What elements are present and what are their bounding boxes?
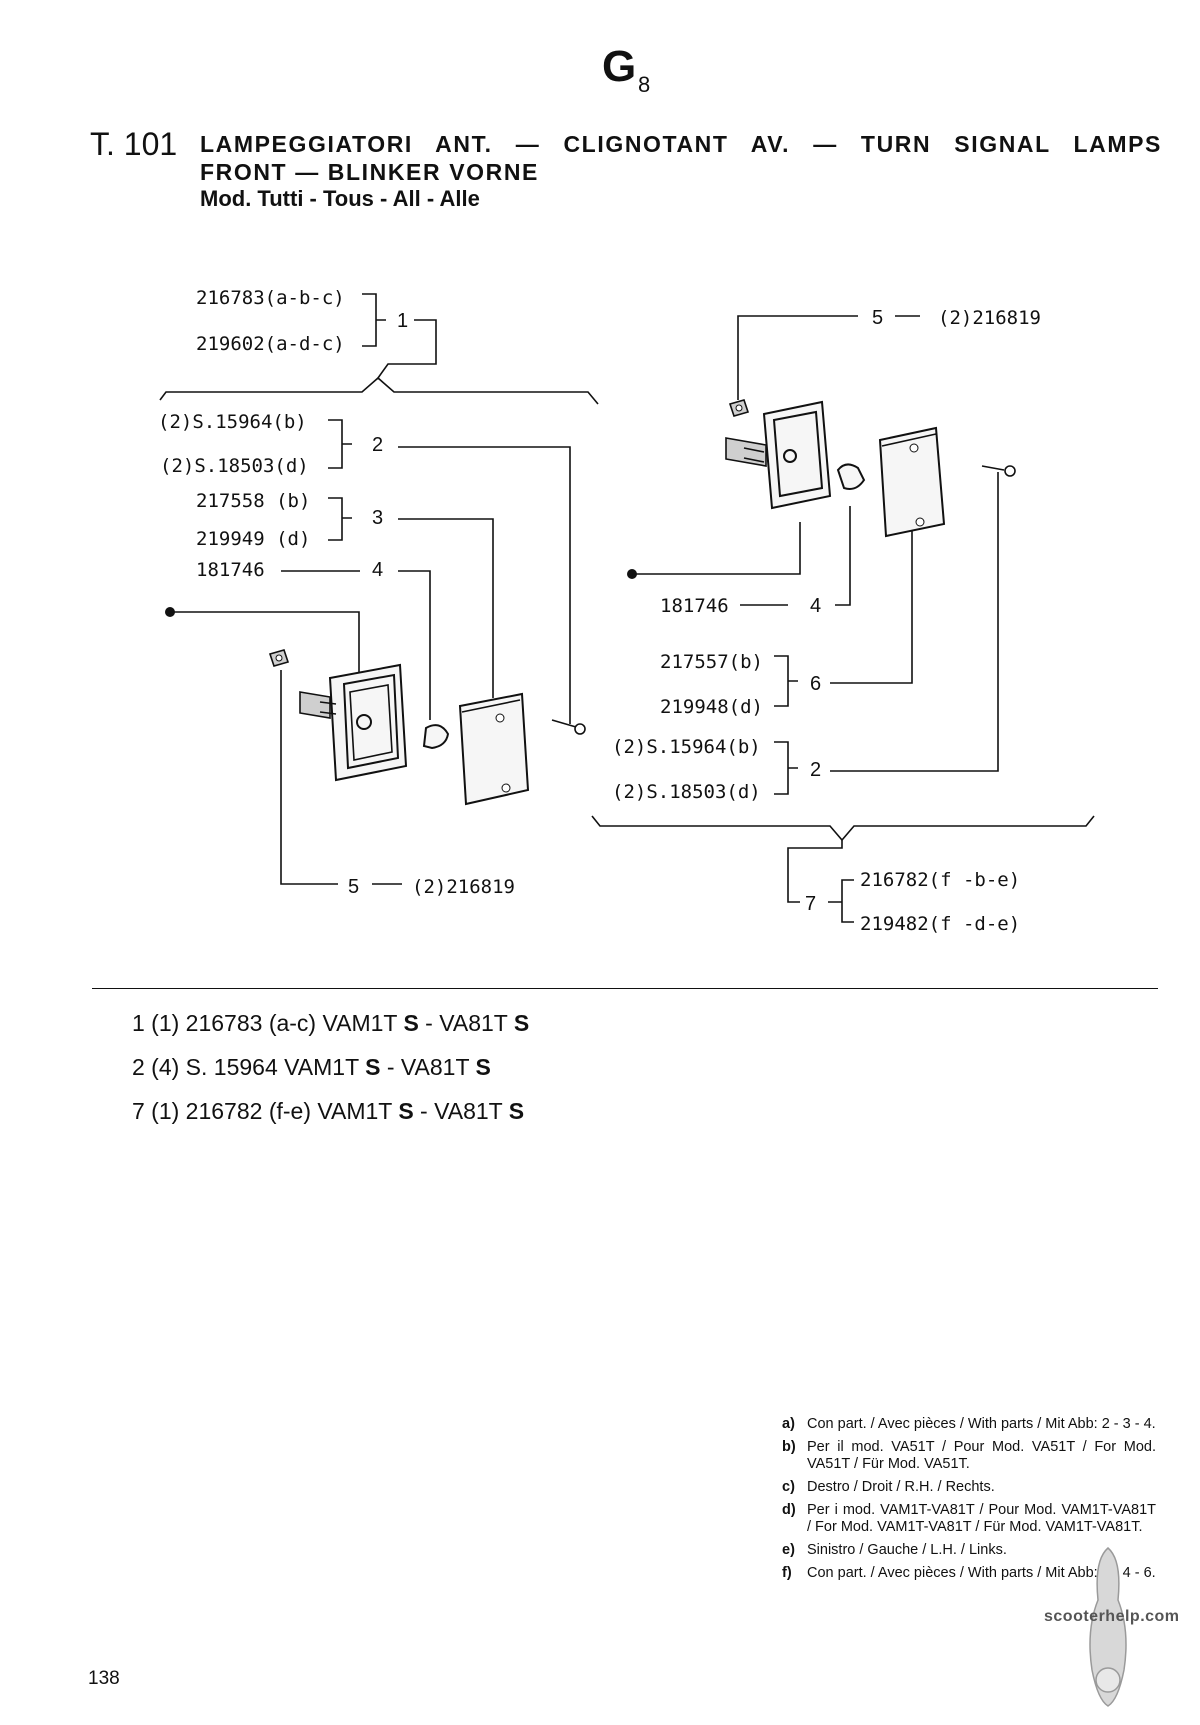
table-number: T. 101 <box>90 126 178 162</box>
right-ref5: 5 <box>872 307 883 329</box>
left-part1-b: 219602(a-d-c) <box>196 333 345 355</box>
left-lamp-body <box>299 663 408 782</box>
title-line-2: FRONT — BLINKER VORNE <box>200 159 539 185</box>
left-part4: 181746 <box>196 559 265 581</box>
usage-line-3: 7 (1) 216782 (f-e) VAM1T S - VA81T S <box>132 1098 525 1124</box>
footnote-f: f)Con part. / Avec pièces / With parts /… <box>782 1565 1156 1581</box>
left-screw <box>551 719 586 735</box>
section-number: 8 <box>638 72 651 97</box>
right-part5: (2)216819 <box>938 307 1041 329</box>
left-part2-a: (2)S.15964(b) <box>158 411 307 433</box>
page-number: 138 <box>88 1668 120 1689</box>
watermark-text: scooterhelp.com <box>1044 1608 1180 1625</box>
scooter-watermark-icon <box>1089 1547 1127 1707</box>
right-part6-b: 219948(d) <box>660 696 763 718</box>
left-ref2: 2 <box>372 434 383 456</box>
left-part5: (2)216819 <box>412 876 515 898</box>
left-lens <box>458 692 530 806</box>
right-lamp-body <box>725 400 832 510</box>
left-ref4: 4 <box>372 559 383 581</box>
left-ref3: 3 <box>372 507 383 529</box>
right-ref7: 7 <box>805 893 816 915</box>
footnote-a: a)Con part. / Avec pièces / With parts /… <box>782 1416 1156 1432</box>
left-part3-b: 219949 (d) <box>196 528 310 550</box>
footnote-e: e)Sinistro / Gauche / L.H. / Links. <box>782 1542 1007 1558</box>
right-part2-b: (2)S.18503(d) <box>612 781 761 803</box>
title-line-1: LAMPEGGIATORI ANT. — CLIGNOTANT AV. — TU… <box>200 131 1162 157</box>
right-nut <box>728 399 750 417</box>
exploded-parts-diagram: 216783(a-b-c) 219602(a-d-c) 1 (2)S.15964… <box>158 287 1095 935</box>
right-part7-b: 219482(f -d-e) <box>860 913 1020 935</box>
left-nut <box>268 649 290 667</box>
usage-line-1: 1 (1) 216783 (a-c) VAM1T S - VA81T S <box>132 1010 530 1036</box>
footnote-b: b)Per il mod. VA51T / Pour Mod. VA51T / … <box>782 1439 1156 1472</box>
footnote-c: c)Destro / Droit / R.H. / Rechts. <box>782 1479 995 1495</box>
left-part3-a: 217558 (b) <box>196 490 310 512</box>
left-ref5: 5 <box>348 876 359 898</box>
right-lens <box>878 426 946 538</box>
right-part2-a: (2)S.15964(b) <box>612 736 761 758</box>
left-part2-b: (2)S.18503(d) <box>160 455 309 477</box>
section-letter: G <box>602 42 637 91</box>
right-ref4: 4 <box>810 595 821 617</box>
right-part7-a: 216782(f -b-e) <box>860 869 1020 891</box>
section-divider <box>92 988 1158 989</box>
right-part6-a: 217557(b) <box>660 651 763 673</box>
footnote-d: d)Per i mod. VAM1T-VA81T / Pour Mod. VAM… <box>782 1502 1156 1535</box>
footnotes: a)Con part. / Avec pièces / With parts /… <box>782 1416 1156 1588</box>
usage-line-2: 2 (4) S. 15964 VAM1T S - VA81T S <box>132 1054 491 1080</box>
right-ref2: 2 <box>810 759 821 781</box>
left-ref1: 1 <box>397 310 408 332</box>
models-line: Mod. Tutti - Tous - All - Alle <box>200 186 480 211</box>
right-screw <box>981 465 1016 477</box>
left-bulb <box>422 724 450 750</box>
section-code: G <box>602 42 636 92</box>
left-part1-a: 216783(a-b-c) <box>196 287 345 309</box>
right-ref6: 6 <box>810 673 821 695</box>
right-bulb <box>836 463 866 490</box>
right-part4: 181746 <box>660 595 729 617</box>
